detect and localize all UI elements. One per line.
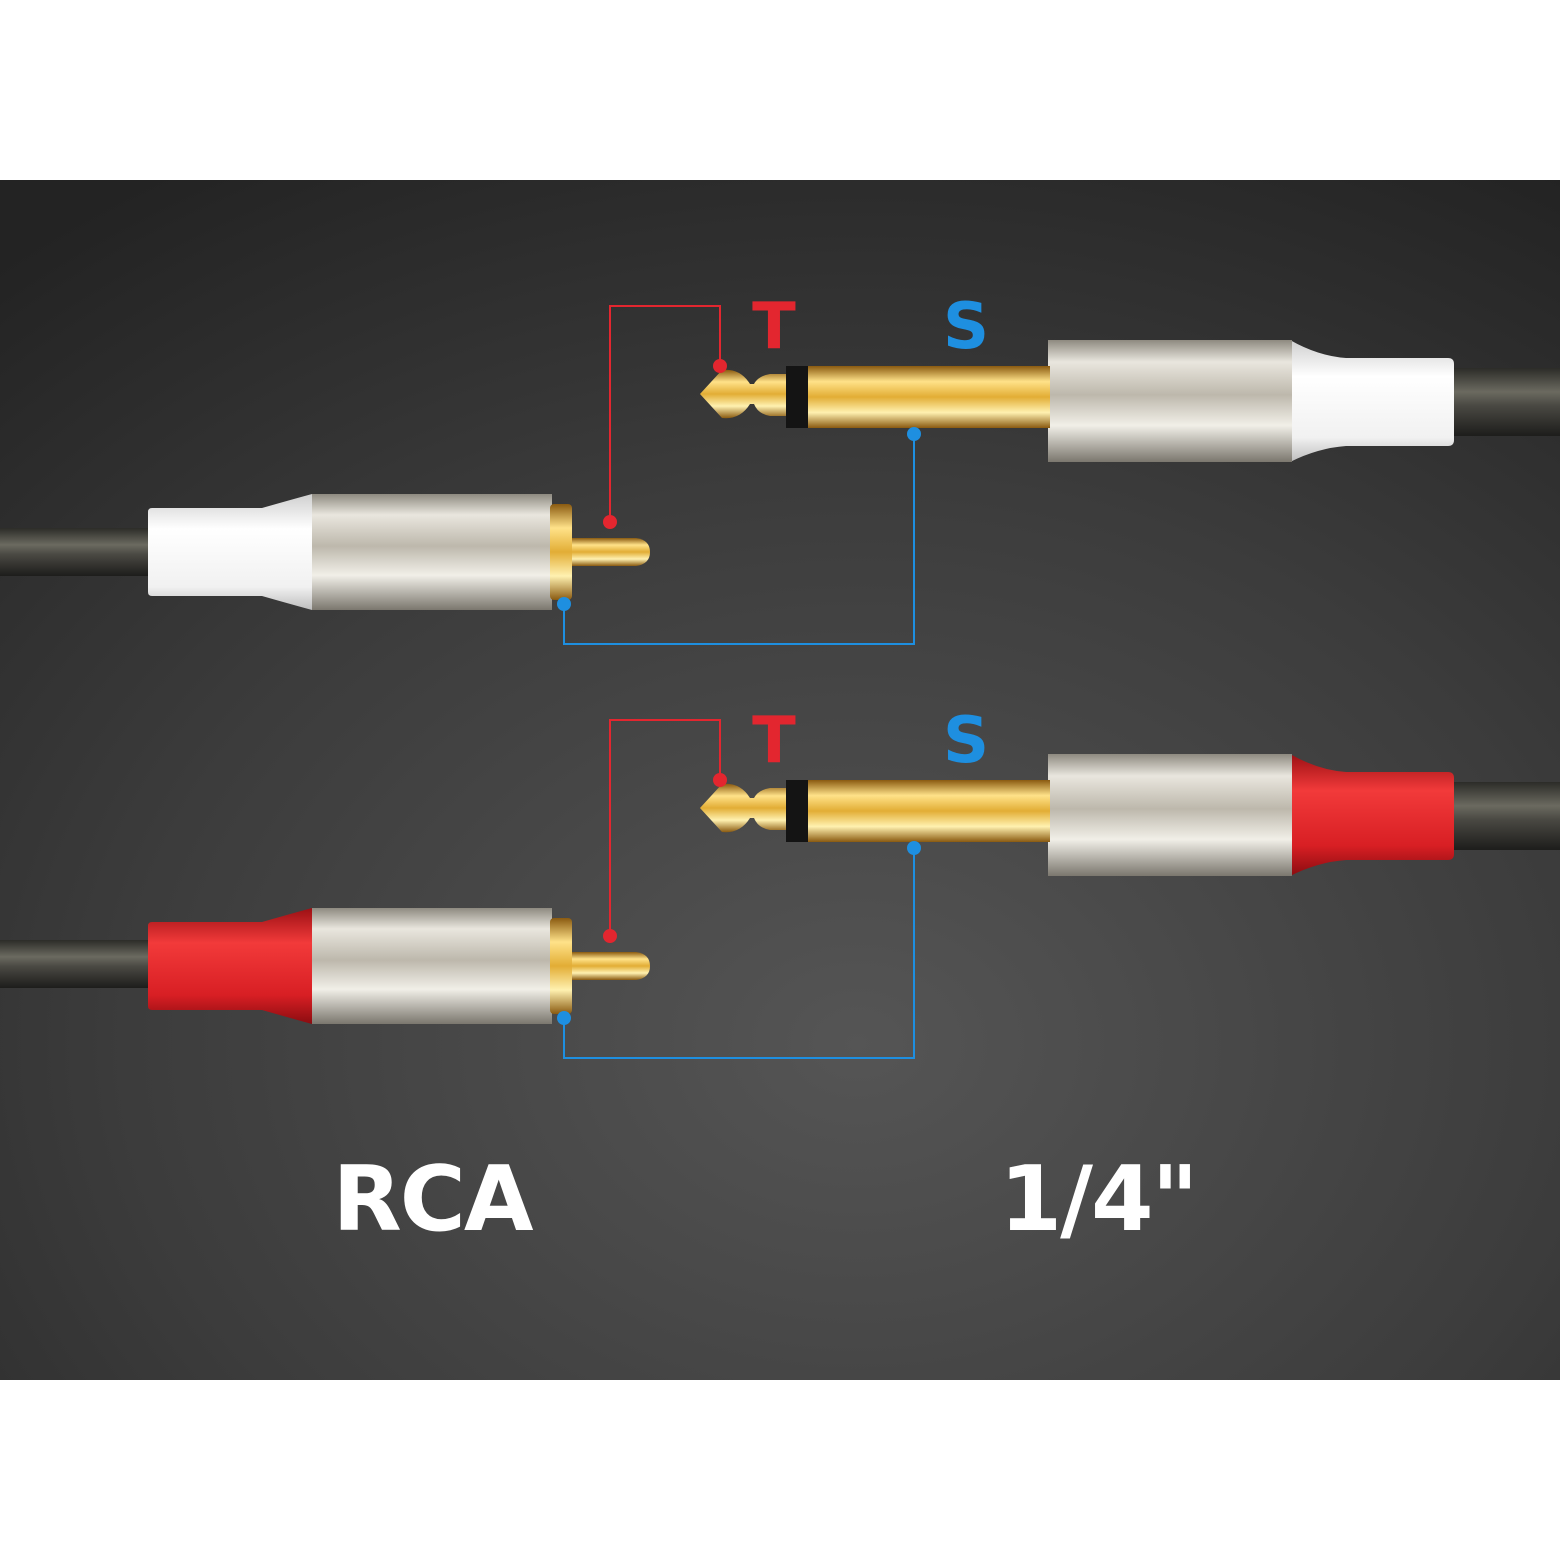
tip-wire-dot-rca-bottom: [603, 929, 617, 943]
sleeve-label-top: S: [943, 290, 989, 364]
rca-pin-top: [572, 538, 650, 566]
sleeve-wire-dot-plug-bottom: [907, 841, 921, 855]
quarter-inch-tip-top: [700, 369, 786, 419]
quarter-inch-cable-bottom: [1450, 782, 1560, 850]
quarter-inch-sleeve-bottom: [806, 780, 1050, 842]
sleeve-wire-dot-rca-bottom: [557, 1011, 571, 1025]
quarter-inch-cable-top: [1450, 368, 1560, 436]
sleeve-wire-dot-rca-top: [557, 597, 571, 611]
quarter-inch-boot-red: [1290, 754, 1454, 876]
rca-boot-red: [148, 908, 312, 1024]
rca-cable-top: [0, 528, 170, 576]
rca-boot-white: [148, 494, 312, 610]
rca-collar-bottom: [550, 918, 572, 1014]
sleeve-label-bottom: S: [943, 704, 989, 778]
connector-pair-bottom: T S: [0, 704, 1560, 1059]
connector-pair-top: T S: [0, 290, 1560, 645]
tip-wire-bottom: [609, 719, 721, 936]
tip-label-top: T: [752, 290, 796, 364]
quarter-inch-insulator-top: [786, 366, 808, 428]
rca-collar-top: [550, 504, 572, 600]
sleeve-wire-dot-plug-top: [907, 427, 921, 441]
rca-cable-bottom: [0, 940, 170, 988]
quarter-inch-insulator-bottom: [786, 780, 808, 842]
rca-label: RCA: [332, 1147, 533, 1252]
quarter-inch-tip-bottom: [700, 783, 786, 833]
quarter-inch-label: 1/4": [999, 1147, 1196, 1252]
quarter-inch-sleeve-top: [806, 366, 1050, 428]
rca-barrel-top: [312, 494, 552, 610]
rca-pin-bottom: [572, 952, 650, 980]
tip-label-bottom: T: [752, 704, 796, 778]
sleeve-wire-top: [563, 434, 915, 645]
quarter-inch-boot-white: [1290, 340, 1454, 462]
sleeve-wire-bottom: [563, 848, 915, 1059]
tip-wire-top: [609, 305, 721, 522]
quarter-inch-barrel-bottom: [1048, 754, 1292, 876]
tip-wire-dot-rca-top: [603, 515, 617, 529]
tip-wire-dot-plug-top: [713, 359, 727, 373]
quarter-inch-barrel-top: [1048, 340, 1292, 462]
rca-barrel-bottom: [312, 908, 552, 1024]
tip-wire-dot-plug-bottom: [713, 773, 727, 787]
